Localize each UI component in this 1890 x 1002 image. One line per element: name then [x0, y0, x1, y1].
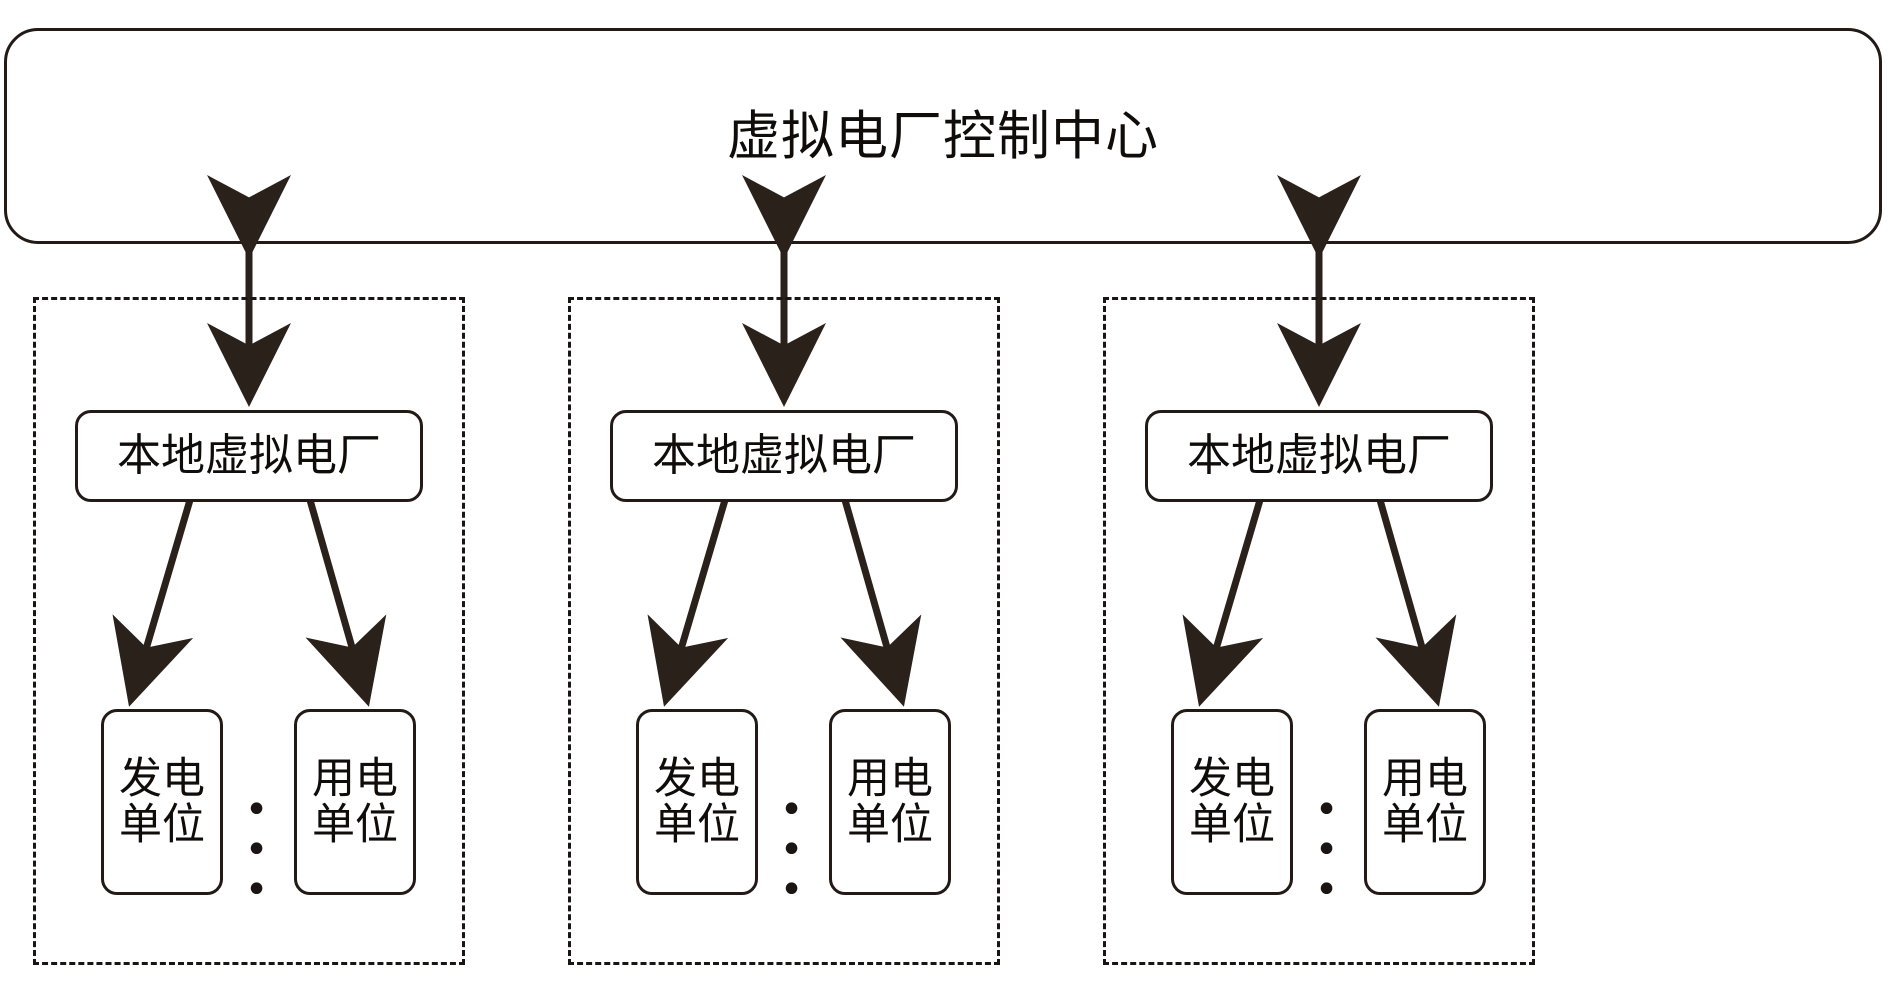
local-vpp-box-2: 本地虚拟电厂 — [610, 410, 958, 502]
load-unit-box-3: 用电 单位 — [1364, 709, 1486, 895]
generation-unit-line1-3: 发电 — [1189, 753, 1275, 804]
local-vpp-label-1: 本地虚拟电厂 — [117, 430, 381, 481]
group-container-1: 本地虚拟电厂 发电 单位 • • • 用电 单位 — [33, 297, 465, 965]
generation-unit-box-1: 发电 单位 — [101, 709, 223, 895]
load-unit-line2-1: 单位 — [312, 800, 398, 850]
local-vpp-label-2: 本地虚拟电厂 — [652, 430, 916, 481]
load-unit-line1-3: 用电 — [1382, 753, 1468, 804]
generation-unit-line1-1: 发电 — [119, 753, 205, 804]
generation-unit-line2-3: 单位 — [1189, 800, 1275, 850]
generation-unit-line1-2: 发电 — [654, 753, 740, 804]
generation-unit-line2-2: 单位 — [654, 800, 740, 850]
load-unit-line1-1: 用电 — [312, 753, 398, 804]
load-unit-box-1: 用电 单位 — [294, 709, 416, 895]
local-vpp-box-3: 本地虚拟电厂 — [1145, 410, 1493, 502]
ellipsis-3: • • • — [1314, 787, 1344, 913]
control-center-box: 虚拟电厂控制中心 — [4, 28, 1882, 244]
load-unit-line1-2: 用电 — [847, 753, 933, 804]
local-vpp-label-3: 本地虚拟电厂 — [1187, 430, 1451, 481]
generation-unit-box-2: 发电 单位 — [636, 709, 758, 895]
local-vpp-box-1: 本地虚拟电厂 — [75, 410, 423, 502]
load-unit-line2-2: 单位 — [847, 800, 933, 850]
ellipsis-2: • • • — [779, 787, 809, 913]
load-unit-line2-3: 单位 — [1382, 800, 1468, 850]
generation-unit-box-3: 发电 单位 — [1171, 709, 1293, 895]
group-container-3: 本地虚拟电厂 发电 单位 • • • 用电 单位 — [1103, 297, 1535, 965]
group-container-2: 本地虚拟电厂 发电 单位 • • • 用电 单位 — [568, 297, 1000, 965]
control-center-label: 虚拟电厂控制中心 — [727, 105, 1159, 167]
ellipsis-1: • • • — [244, 787, 274, 913]
generation-unit-line2-1: 单位 — [119, 800, 205, 850]
load-unit-box-2: 用电 单位 — [829, 709, 951, 895]
